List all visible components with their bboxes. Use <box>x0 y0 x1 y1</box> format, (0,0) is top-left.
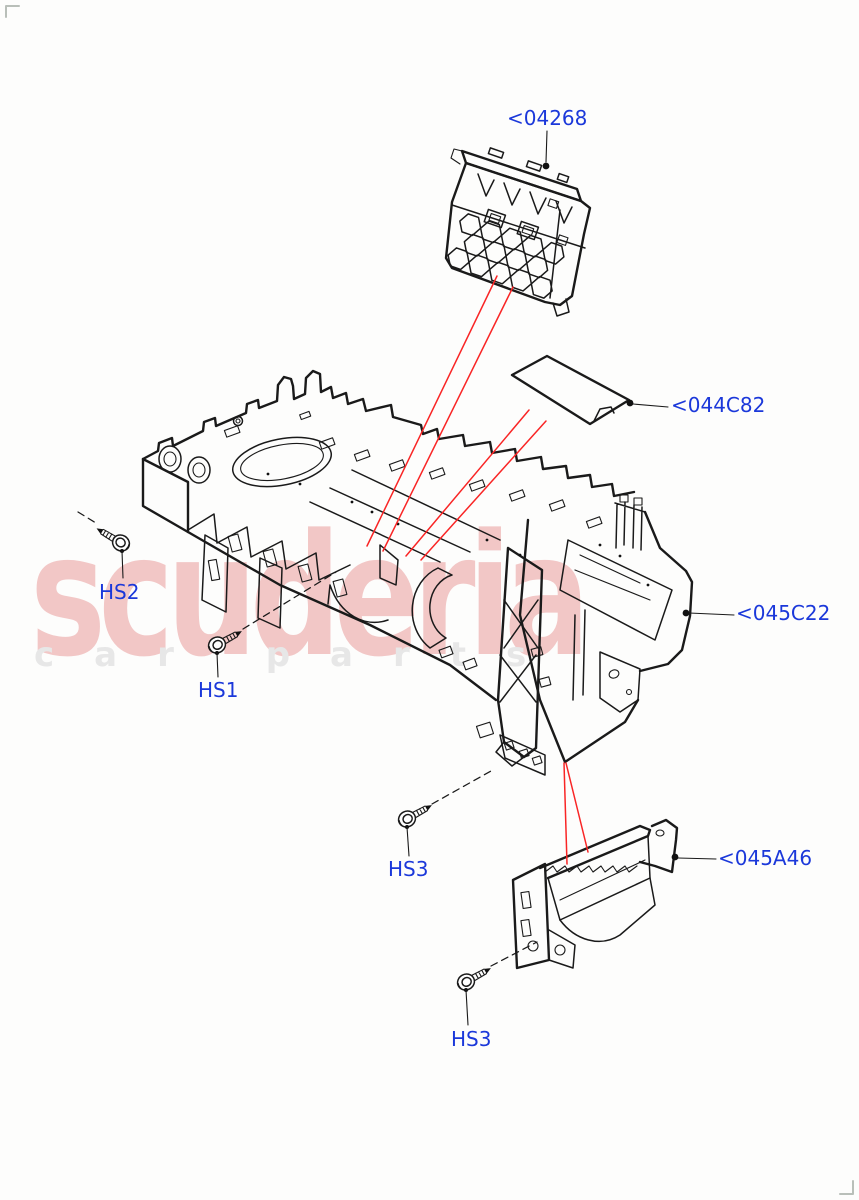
hardware-label-hs3-lower: HS3 <box>451 1027 492 1051</box>
screw-hs3-lower <box>453 941 538 1026</box>
console-frame-part <box>141 369 694 776</box>
red-callout-lines <box>366 275 589 865</box>
screw-hs3-upper <box>394 770 492 857</box>
corner-mark-top-left <box>5 5 20 18</box>
hardware-label-hs2: HS2 <box>99 580 140 604</box>
vent-grille-part <box>444 147 592 317</box>
part-label-04268[interactable]: <04268 <box>507 106 588 130</box>
part-label-044C82[interactable]: <044C82 <box>671 393 766 417</box>
trim-mat-part <box>510 354 631 426</box>
part-label-045C22[interactable]: <045C22 <box>736 601 831 625</box>
hardware-label-hs3-upper: HS3 <box>388 857 429 881</box>
mounting-bracket-part <box>511 818 679 970</box>
corner-mark-bottom-right <box>839 1180 854 1195</box>
watermark-tagline-text: car parts <box>34 635 567 675</box>
hardware-label-hs1: HS1 <box>198 678 239 702</box>
leader-lines <box>542 130 735 861</box>
screw-hs1 <box>204 571 337 678</box>
screw-hs2 <box>77 511 134 579</box>
part-label-045A46[interactable]: <045A46 <box>718 846 813 870</box>
